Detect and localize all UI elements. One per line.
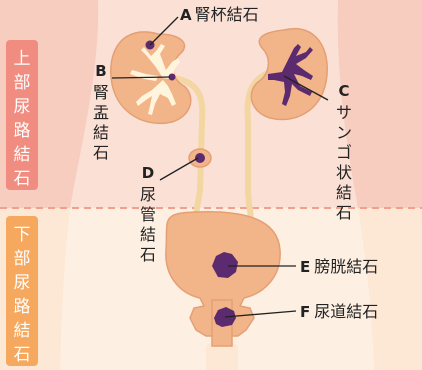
char: 状: [336, 163, 352, 182]
char: 管: [140, 205, 156, 224]
char: 部: [14, 249, 31, 269]
char: 結: [140, 225, 156, 244]
char: 結: [14, 321, 31, 341]
char: 結: [93, 123, 109, 142]
char: 路: [14, 297, 31, 317]
char: ゴ: [336, 143, 352, 162]
char: 結: [336, 183, 352, 202]
char: 石: [140, 245, 156, 264]
label-d-letter: D: [142, 164, 154, 182]
char: 石: [14, 345, 31, 365]
label-c-text: サンゴ状結石: [336, 103, 352, 222]
char: 部: [14, 73, 31, 93]
char: 石: [14, 169, 31, 189]
char: 尿: [140, 185, 156, 204]
char: 尿: [14, 97, 31, 117]
char: 腎: [93, 83, 109, 102]
char: 石: [336, 203, 352, 222]
char: サ: [336, 103, 352, 122]
char: 石: [93, 143, 109, 162]
char: 上: [14, 49, 31, 69]
stone-d-ureter: [195, 153, 205, 163]
char: 結: [14, 145, 31, 165]
char: 尿: [14, 273, 31, 293]
char: 路: [14, 121, 31, 141]
label-b-letter: B: [95, 62, 106, 80]
char: 盂: [93, 103, 109, 122]
char: ン: [336, 123, 352, 142]
label-d-text: 尿管結石: [140, 185, 156, 264]
char: 下: [14, 225, 31, 245]
label-c-letter: C: [338, 82, 349, 100]
label-b-text: 腎盂結石: [93, 83, 109, 162]
